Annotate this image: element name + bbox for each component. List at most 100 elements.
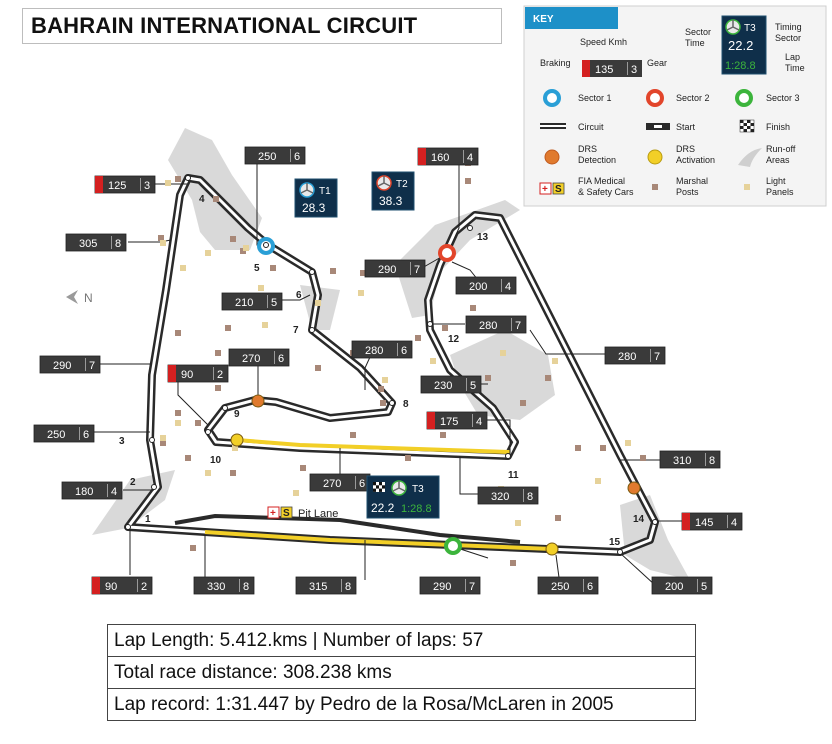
corner-number-7: 7 (293, 325, 299, 336)
svg-text:Circuit: Circuit (578, 122, 604, 132)
key-sample-sector-box: T3 22.2 1:28.8 (721, 15, 767, 75)
light-panel-icon (293, 490, 299, 496)
gear-value: 7 (469, 581, 475, 593)
leader-line (529, 329, 605, 355)
svg-text:+: + (542, 184, 548, 195)
corner-dot (427, 321, 433, 327)
corner-dot (389, 400, 395, 406)
marshal-post-icon (330, 268, 336, 274)
corner-dot (505, 453, 511, 459)
speed-value: 175 (440, 416, 458, 428)
marshal-post-icon (230, 236, 236, 242)
light-panel-icon (500, 350, 506, 356)
speed-value: 90 (105, 581, 117, 593)
corner-number-11: 11 (508, 470, 519, 481)
medical-cross-icon: + (270, 508, 276, 519)
speed-value: 270 (323, 478, 341, 490)
marshal-post-icon (600, 445, 606, 451)
marshal-post-icon (300, 465, 306, 471)
drs-zones (204, 438, 553, 551)
pit-lane-text: Pit Lane (298, 508, 338, 520)
light-panel-icon (160, 435, 166, 441)
svg-text:Sector 2: Sector 2 (676, 93, 710, 103)
lap-time: 1:28.8 (401, 503, 432, 515)
marshal-post-icon (575, 445, 581, 451)
marshal-post-icon (225, 325, 231, 331)
circuit-track (124, 174, 659, 556)
light-panel-icon (262, 322, 268, 328)
key-sample-box: 135 3 (582, 60, 642, 77)
corner-dot (309, 327, 315, 333)
braking-indicator (427, 412, 435, 429)
info-lap-record: Lap record: 1:31.447 by Pedro de la Rosa… (114, 694, 614, 715)
speed-value: 280 (479, 320, 497, 332)
gear-value: 7 (654, 351, 660, 363)
marshal-post-icon (652, 184, 658, 190)
corner-number-4: 4 (199, 194, 205, 205)
speed-gear-box-straight_3: 290 7 (419, 576, 481, 595)
speed-value: 280 (365, 345, 383, 357)
key-braking: Braking (540, 58, 571, 68)
speed-value: 310 (673, 455, 691, 467)
light-panel-icon (515, 520, 521, 526)
light-panel-icon (160, 240, 166, 246)
marshal-post-icon (215, 385, 221, 391)
speed-value: 180 (75, 486, 93, 498)
speed-value: 290 (433, 581, 451, 593)
light-panel-icon (258, 285, 264, 291)
light-panel-icon (205, 470, 211, 476)
gear-value: 7 (515, 320, 521, 332)
marshal-post-icon (315, 365, 321, 371)
speed-value: 125 (108, 180, 126, 192)
gear-value: 7 (89, 360, 95, 372)
corner-number-10: 10 (210, 455, 222, 466)
info-lap-length: Lap Length: 5.412.kms | Number of laps: … (108, 625, 695, 657)
light-panel-icon (552, 358, 558, 364)
speed-value: 250 (258, 151, 276, 163)
speed-gear-box-t12: 280 7 (465, 315, 527, 334)
gear-value: 6 (401, 345, 407, 357)
gear-value: 4 (476, 416, 482, 428)
speed-value: 160 (431, 152, 449, 164)
marshal-and-light-posts (158, 160, 646, 566)
marshal-post-icon (415, 335, 421, 341)
corner-dot (205, 429, 211, 435)
braking-indicator (168, 365, 176, 382)
marshal-post-icon (470, 305, 476, 311)
marshal-post-icon (640, 455, 646, 461)
corner-number-5: 5 (254, 263, 260, 274)
corner-dot (185, 175, 191, 181)
circuit-title: BAHRAIN INTERNATIONAL CIRCUIT (31, 13, 418, 38)
runoff-area (395, 200, 520, 318)
north-arrow: N (66, 290, 93, 305)
drs-detection-marker (251, 394, 265, 408)
drs-activation-icon (647, 149, 663, 165)
light-panel-icon (358, 290, 364, 296)
gear-value: 8 (527, 491, 533, 503)
corner-dot (309, 269, 315, 275)
marshal-post-icon (378, 386, 384, 392)
speed-value: 210 (235, 297, 253, 309)
corner-number-9: 9 (234, 409, 240, 420)
key-header: KEY (533, 14, 554, 25)
info-race-distance: Total race distance: 308.238 kms (108, 657, 695, 689)
svg-text:Finish: Finish (766, 122, 790, 132)
speed-value: 90 (181, 369, 193, 381)
marshal-post-icon (545, 375, 551, 381)
